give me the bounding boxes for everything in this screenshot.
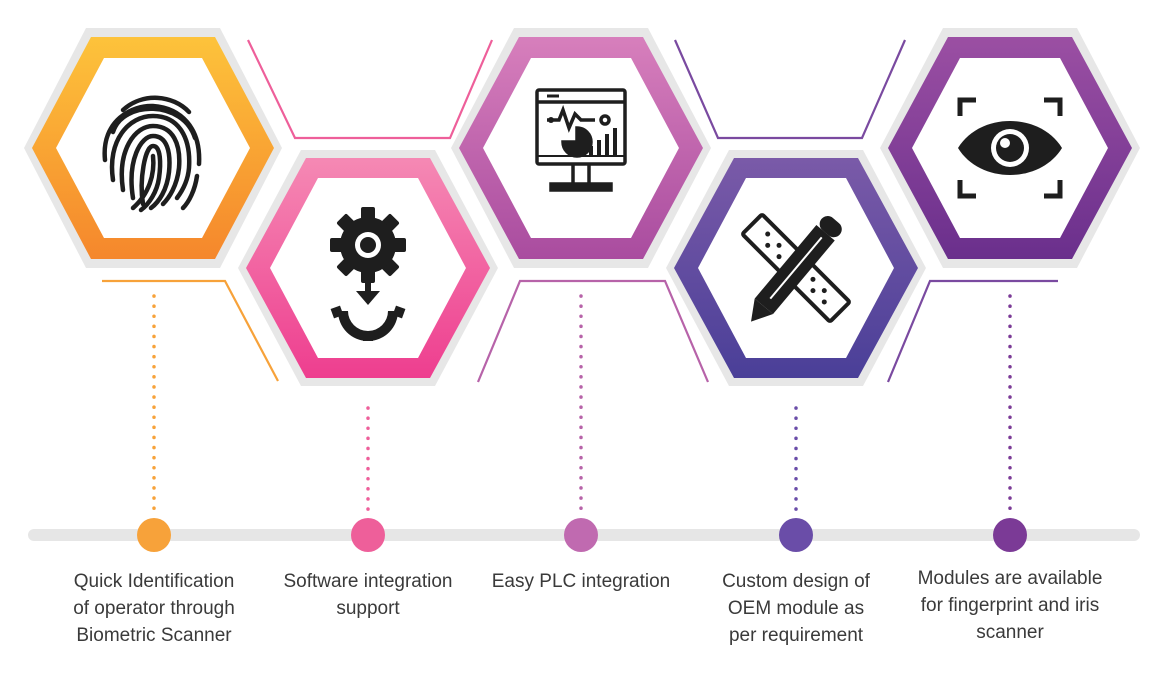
monitor-dashboard-icon — [535, 88, 627, 192]
connector-lines — [102, 39, 1058, 383]
hexagon-fingerprint — [24, 28, 282, 268]
dotted-connectors — [152, 294, 1012, 514]
step-caption-oem: Custom design of OEM module as per requi… — [722, 571, 870, 646]
timeline-dot — [564, 518, 598, 552]
hexagon-pencil-ruler — [666, 150, 926, 386]
step-caption-biometric: Quick Identification of operator through… — [73, 571, 235, 646]
eye-scan-icon — [957, 97, 1063, 199]
timeline-dot — [351, 518, 385, 552]
hexagon-gear — [238, 150, 498, 386]
fingerprint-icon — [102, 95, 202, 213]
step-caption-plc: Easy PLC integration — [491, 571, 671, 592]
step-caption-modules: Modules are available for fingerprint an… — [917, 568, 1103, 643]
timeline-dot — [993, 518, 1027, 552]
hexagon-eye — [880, 28, 1140, 268]
timeline-dot — [137, 518, 171, 552]
pencil-ruler-icon — [741, 213, 851, 323]
timeline-dot — [779, 518, 813, 552]
gear-icon — [330, 207, 406, 341]
hexagon-monitor — [451, 28, 711, 268]
step-caption-software: Software integration support — [283, 571, 453, 619]
